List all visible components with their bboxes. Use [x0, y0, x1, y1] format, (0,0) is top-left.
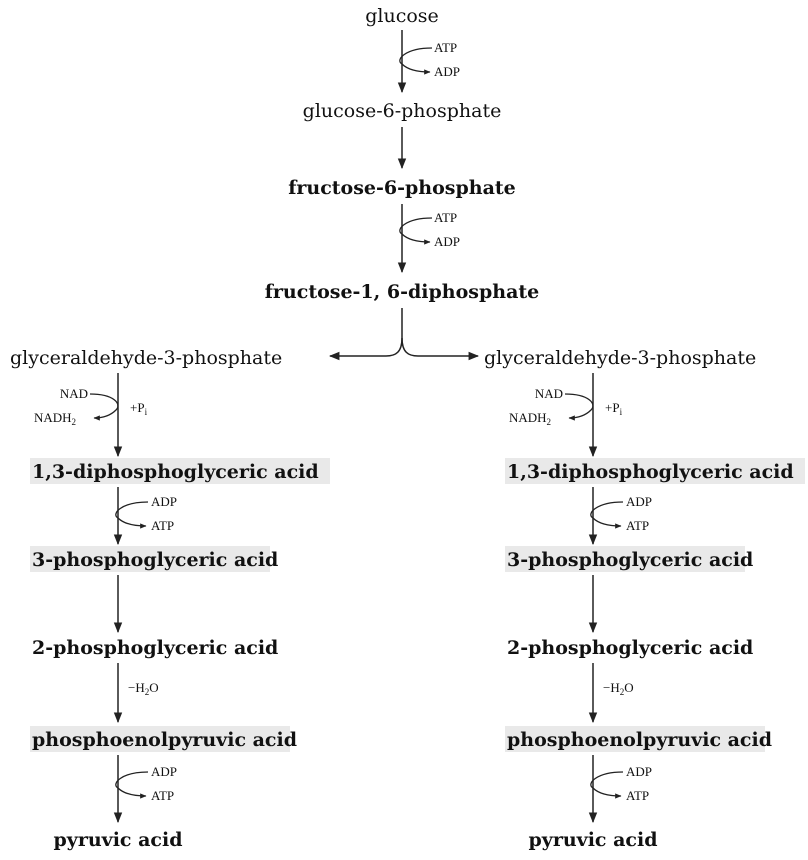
node-fructose-1-6-diphosphate: fructose-1, 6-diphosphate	[265, 281, 540, 303]
right-branch: glyceraldehyde-3-phosphate NAD NADH2 +Pi…	[484, 347, 794, 851]
cofactor-nadh2: NADH2	[509, 410, 551, 427]
cofactor-nad: NAD	[60, 386, 88, 401]
arrow-split-left	[328, 308, 403, 361]
node-2-phosphoglyceric-acid: 2-phosphoglyceric acid	[32, 637, 278, 659]
curved-arrow-adp-atp	[115, 771, 149, 799]
cofactor-phosphate: +Pi	[605, 400, 623, 417]
cofactor-phosphate: +Pi	[130, 400, 148, 417]
curved-arrow-adp-atp	[115, 501, 149, 529]
highlight-bg	[505, 546, 745, 572]
highlight-bg	[505, 458, 805, 484]
node-glucose-6-phosphate: glucose-6-phosphate	[303, 100, 502, 122]
node-pyruvic-acid: pyruvic acid	[529, 829, 658, 851]
cofactor-adp-in: ADP	[151, 494, 177, 509]
left-branch: glyceraldehyde-3-phosphate NAD NADH2 +Pi…	[10, 347, 319, 851]
cofactor-atp-out: ATP	[151, 788, 174, 803]
highlight-bg	[30, 546, 270, 572]
curved-arrow-adp-atp	[590, 501, 624, 529]
cofactor-nadh2: NADH2	[34, 410, 76, 427]
cofactor-adp-in: ADP	[626, 494, 652, 509]
node-pyruvic-acid: pyruvic acid	[54, 829, 183, 851]
cofactor-adp-in: ADP	[151, 764, 177, 779]
cofactor-water-loss: −H2O	[128, 680, 159, 697]
node-3-phosphoglyceric-acid: 3-phosphoglyceric acid	[32, 549, 278, 571]
node-1-3-diphosphoglyceric-acid: 1,3-diphosphoglyceric acid	[507, 461, 794, 483]
cofactor-water-loss: −H2O	[603, 680, 634, 697]
node-2-phosphoglyceric-acid: 2-phosphoglyceric acid	[507, 637, 753, 659]
highlight-bg	[30, 726, 290, 752]
node-glyceraldehyde-3-phosphate: glyceraldehyde-3-phosphate	[484, 347, 756, 369]
node-1-3-diphosphoglyceric-acid: 1,3-diphosphoglyceric acid	[32, 461, 319, 483]
cofactor-nad: NAD	[535, 386, 563, 401]
curved-arrow-atp-adp	[399, 47, 433, 75]
cofactor-atp-out: ATP	[626, 518, 649, 533]
curved-arrow-nad-nadh	[564, 393, 594, 421]
cofactor-atp-out: ATP	[626, 788, 649, 803]
arrow-split-right	[401, 337, 480, 361]
node-3-phosphoglyceric-acid: 3-phosphoglyceric acid	[507, 549, 753, 571]
node-phosphoenolpyruvic-acid: phosphoenolpyruvic acid	[507, 729, 772, 751]
node-glyceraldehyde-3-phosphate: glyceraldehyde-3-phosphate	[10, 347, 282, 369]
cofactor-atp-in: ATP	[434, 40, 457, 55]
curved-arrow-nad-nadh	[89, 393, 119, 421]
cofactor-atp-in: ATP	[434, 210, 457, 225]
highlight-bg	[505, 726, 765, 752]
cofactor-adp-out: ADP	[434, 64, 460, 79]
node-glucose: glucose	[365, 5, 439, 27]
highlight-bg	[30, 458, 330, 484]
cofactor-adp-out: ADP	[434, 234, 460, 249]
curved-arrow-adp-atp	[590, 771, 624, 799]
cofactor-adp-in: ADP	[626, 764, 652, 779]
cofactor-atp-out: ATP	[151, 518, 174, 533]
curved-arrow-atp-adp	[399, 217, 433, 245]
node-fructose-6-phosphate: fructose-6-phosphate	[288, 177, 516, 199]
node-phosphoenolpyruvic-acid: phosphoenolpyruvic acid	[32, 729, 297, 751]
